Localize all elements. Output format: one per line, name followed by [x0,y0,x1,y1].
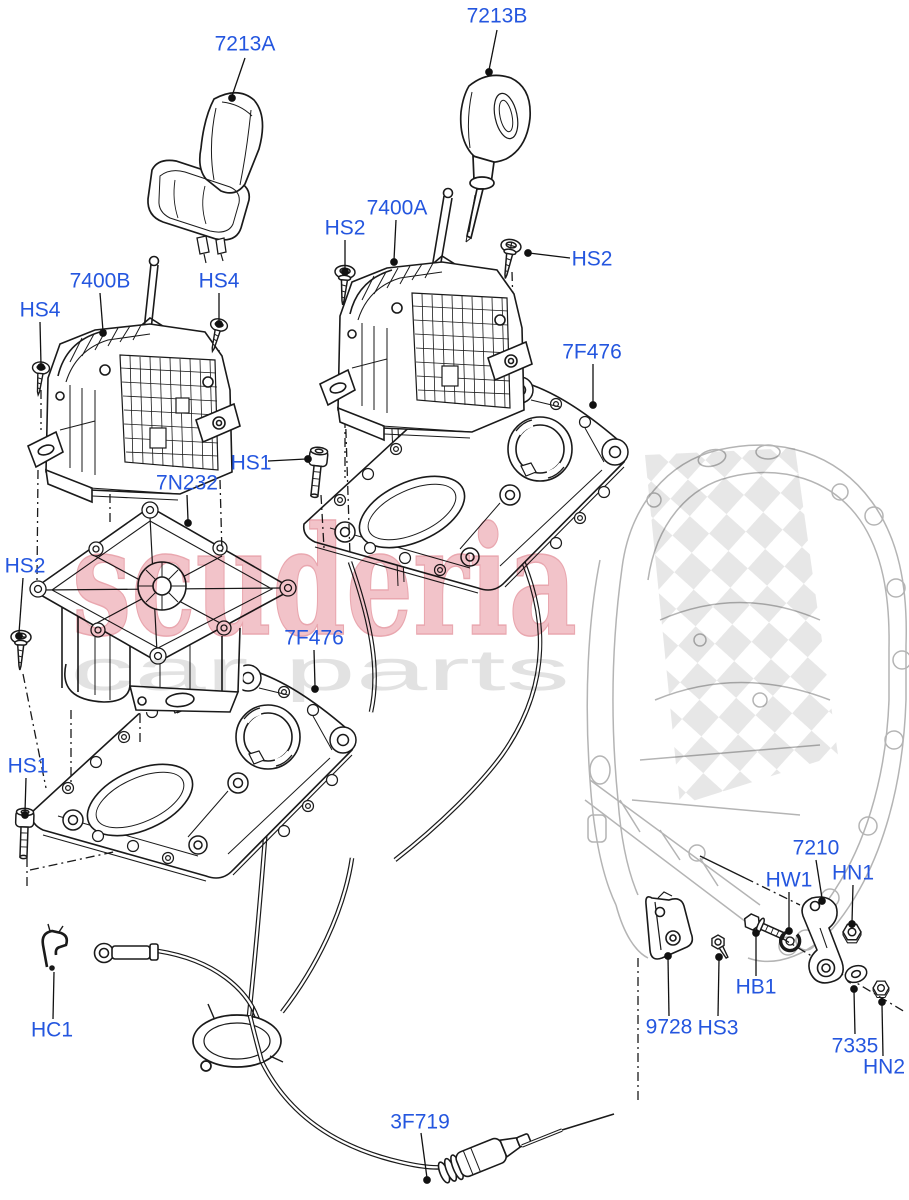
part-label-HS4-b[interactable]: HS4 [19,298,61,322]
gear-knob-7213B [459,74,531,243]
part-label-HW1[interactable]: HW1 [765,868,813,892]
part-label-HS2-a[interactable]: HS2 [324,216,366,240]
bolt-HB1 [743,913,787,941]
cable-adjuster-end [437,1133,532,1184]
screw-HS3 [711,934,729,960]
part-label-HS2-c[interactable]: HS2 [4,554,46,578]
part-label-7213B[interactable]: 7213B [466,4,528,28]
part-label-HS1-b[interactable]: HS1 [7,754,49,778]
part-label-HS2-b[interactable]: HS2 [571,247,613,271]
part-label-7400B[interactable]: 7400B [69,269,131,293]
part-label-HS1-a[interactable]: HS1 [230,451,272,475]
washer-HW1 [778,930,802,953]
washer-7335 [844,964,868,984]
shifter-assembly-7400A [318,187,533,442]
part-label-HS3[interactable]: HS3 [697,1016,739,1040]
part-label-3F719[interactable]: 3F719 [390,1110,450,1134]
gear-knob-7213A [147,91,264,264]
cable-eye-end [93,942,159,964]
part-label-HS4-a[interactable]: HS4 [198,269,240,293]
part-label-7F476-b[interactable]: 7F476 [284,626,344,650]
lever-7210 [801,896,844,984]
clip-HC1 [41,923,69,971]
part-label-7N232[interactable]: 7N232 [156,471,218,495]
watermark-brand: scuderia [72,494,577,670]
watermark-tagline: car parts [70,638,570,703]
part-label-7400A[interactable]: 7400A [366,196,428,220]
part-label-HC1[interactable]: HC1 [30,1018,74,1042]
bracket-9728 [645,891,694,960]
part-label-9728[interactable]: 9728 [645,1015,693,1039]
part-label-7210[interactable]: 7210 [792,836,840,860]
label-leader-lines [15,29,886,1184]
part-label-HB1[interactable]: HB1 [735,975,777,999]
part-label-HN1[interactable]: HN1 [831,861,875,885]
part-label-7335[interactable]: 7335 [831,1034,879,1058]
selector-housing-base [29,501,297,714]
shifter-assembly-7400B [26,255,241,504]
part-label-7F476-a[interactable]: 7F476 [562,340,622,364]
part-label-7213A[interactable]: 7213A [214,32,276,56]
part-label-HN2[interactable]: HN2 [862,1055,906,1079]
checkered-flag-watermark [645,448,838,805]
watermark: scuderia car parts [70,493,578,703]
cable-grommet [192,1003,284,1072]
